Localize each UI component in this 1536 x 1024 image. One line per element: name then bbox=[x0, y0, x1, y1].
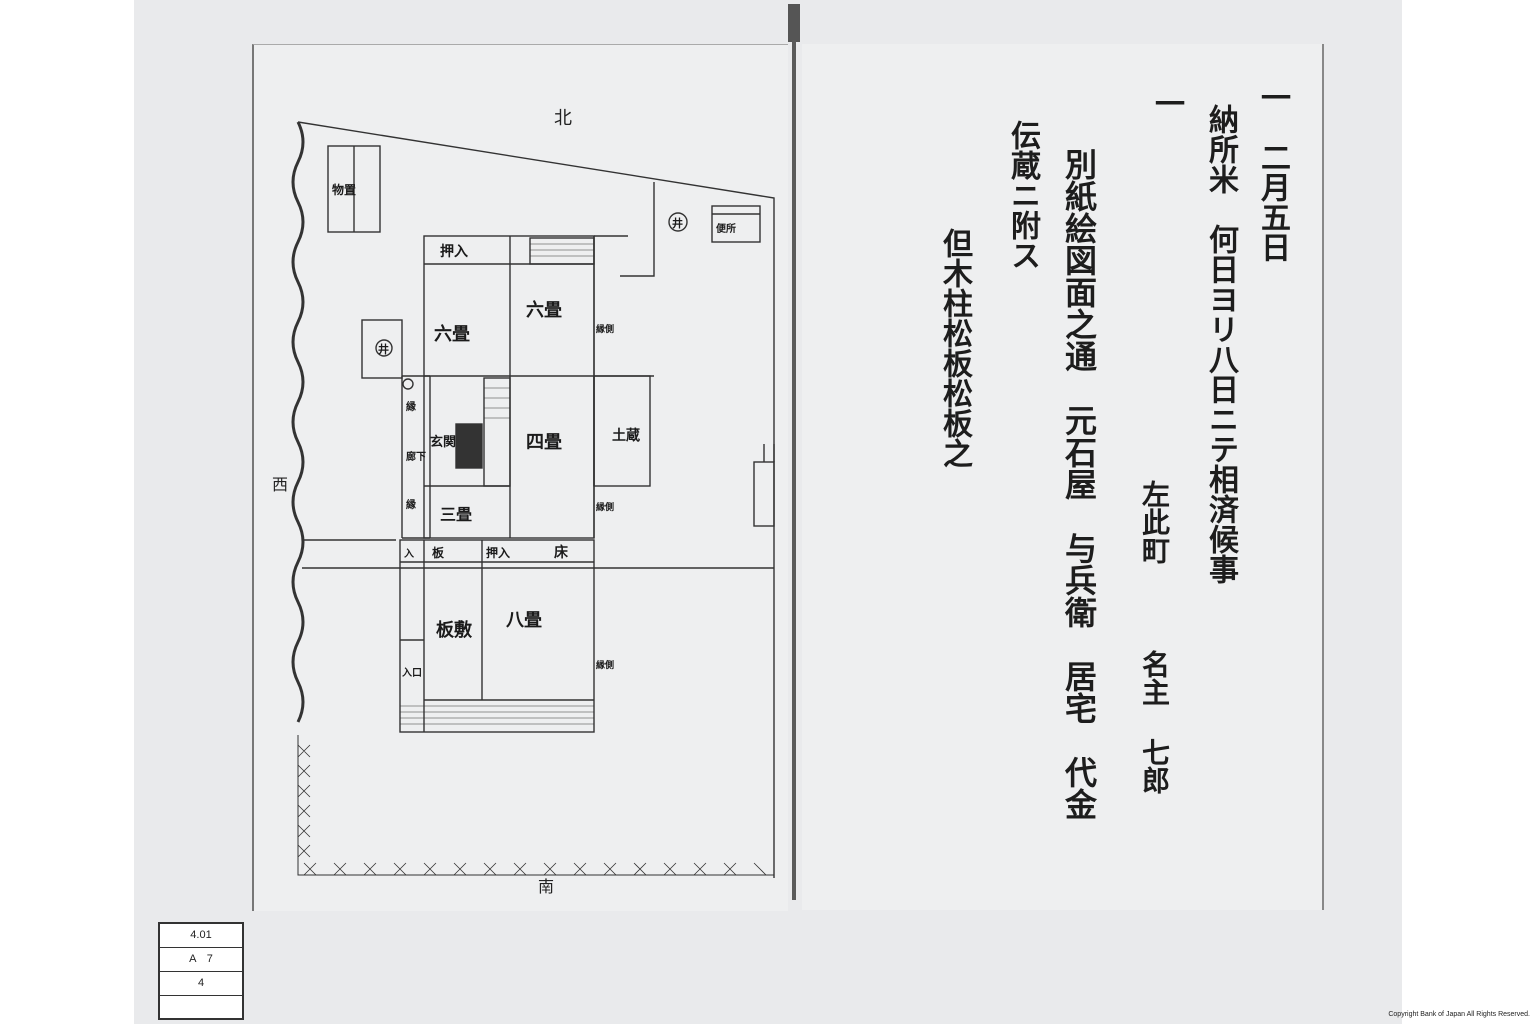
veranda-mid-label: 縁側 bbox=[596, 501, 614, 513]
well-left-label: 井 bbox=[378, 342, 389, 356]
stamp-line-4 bbox=[160, 996, 242, 1019]
text-col-4: 別紙絵図面之通 元石屋 与兵衛 居宅 代金 bbox=[1060, 148, 1098, 820]
room-entrance: 玄関 bbox=[430, 434, 456, 450]
south-label: 南 bbox=[538, 877, 554, 896]
well-top-circle bbox=[668, 212, 688, 232]
outhouse-label: 便所 bbox=[716, 222, 736, 235]
mid-oshiire-label: 押入 bbox=[486, 545, 510, 560]
left-col-a: 縁 bbox=[406, 400, 416, 413]
text-col-3: 一 bbox=[1149, 88, 1184, 118]
book-spine bbox=[786, 0, 802, 900]
top-oshiire-label: 押入 bbox=[440, 243, 468, 260]
room-four-mat: 四畳 bbox=[526, 432, 562, 453]
well-top-label: 井 bbox=[672, 216, 683, 230]
left-col-c: 縁 bbox=[406, 498, 416, 511]
upper-block bbox=[423, 235, 595, 539]
stamp-line-3: 4 bbox=[160, 972, 242, 996]
right-storeroom bbox=[593, 375, 651, 487]
west-hedge bbox=[291, 121, 305, 723]
veranda-upper-label: 縁側 bbox=[596, 323, 614, 335]
lower-left-entry: 入口 bbox=[402, 667, 422, 679]
stamp-line-2: A 7 bbox=[160, 948, 242, 972]
south-fence-hatch bbox=[297, 744, 767, 876]
floor-plan: 北 南 西 押入 六畳 六畳 四畳 三畳 玄関 板 押入 床 板敷 八畳 入口 … bbox=[272, 108, 775, 896]
north-label: 北 bbox=[554, 108, 572, 129]
room-six-mat-side: 六畳 bbox=[434, 323, 470, 345]
south-fence bbox=[297, 735, 774, 876]
spine-tab bbox=[788, 4, 800, 42]
text-col-2: 納所米 何日ヨリ八日ニテ相済候事 bbox=[1203, 104, 1238, 584]
text-col-5: 伝蔵ニ附ス bbox=[1005, 120, 1040, 270]
spine-line bbox=[792, 40, 796, 900]
property-boundary-north-east bbox=[297, 121, 775, 878]
stamp-line-1: 4.01 bbox=[160, 924, 242, 948]
east-gate bbox=[753, 461, 775, 527]
left-page bbox=[252, 44, 788, 911]
text-col-9: 七郎 bbox=[1138, 738, 1171, 794]
right-storeroom-label: 土蔵 bbox=[612, 427, 640, 444]
mid-board-label: 板 bbox=[432, 545, 445, 560]
text-col-8: 名主 bbox=[1138, 650, 1171, 706]
well-left-box bbox=[361, 319, 403, 379]
hearth bbox=[455, 423, 483, 469]
scan-area: 北 南 西 押入 六畳 六畳 四畳 三畳 玄関 板 押入 床 板敷 八畳 入口 … bbox=[134, 0, 1402, 1024]
well-left-circle bbox=[375, 339, 393, 357]
entry-left-label: 入 bbox=[404, 548, 414, 560]
center-stairs bbox=[483, 377, 511, 487]
room-two-mat: 三畳 bbox=[440, 505, 472, 524]
top-stairs bbox=[529, 237, 595, 265]
inner-fence bbox=[620, 182, 655, 277]
outhouse-box bbox=[711, 205, 761, 243]
room-six-mat: 六畳 bbox=[526, 299, 562, 321]
text-col-6: 但木柱松板松板之 bbox=[937, 228, 972, 468]
catalog-stamp: 4.01 A 7 4 bbox=[158, 922, 244, 1020]
lower-block bbox=[399, 539, 595, 733]
text-col-7: 左此町 bbox=[1138, 480, 1171, 564]
alcove-label: 床 bbox=[554, 544, 569, 561]
text-col-1: 一 二月五日 bbox=[1255, 82, 1290, 262]
room-eight-mat: 八畳 bbox=[506, 610, 542, 631]
west-label: 西 bbox=[272, 475, 288, 494]
left-col-b: 廊下 bbox=[406, 450, 426, 463]
right-page bbox=[802, 44, 1324, 910]
veranda-low-label: 縁側 bbox=[596, 659, 614, 671]
room-storeroom: 板敷 bbox=[436, 619, 473, 641]
copyright-notice: Copyright Bank of Japan All Rights Reser… bbox=[1388, 1011, 1530, 1018]
shed-label: 物置 bbox=[332, 182, 356, 197]
